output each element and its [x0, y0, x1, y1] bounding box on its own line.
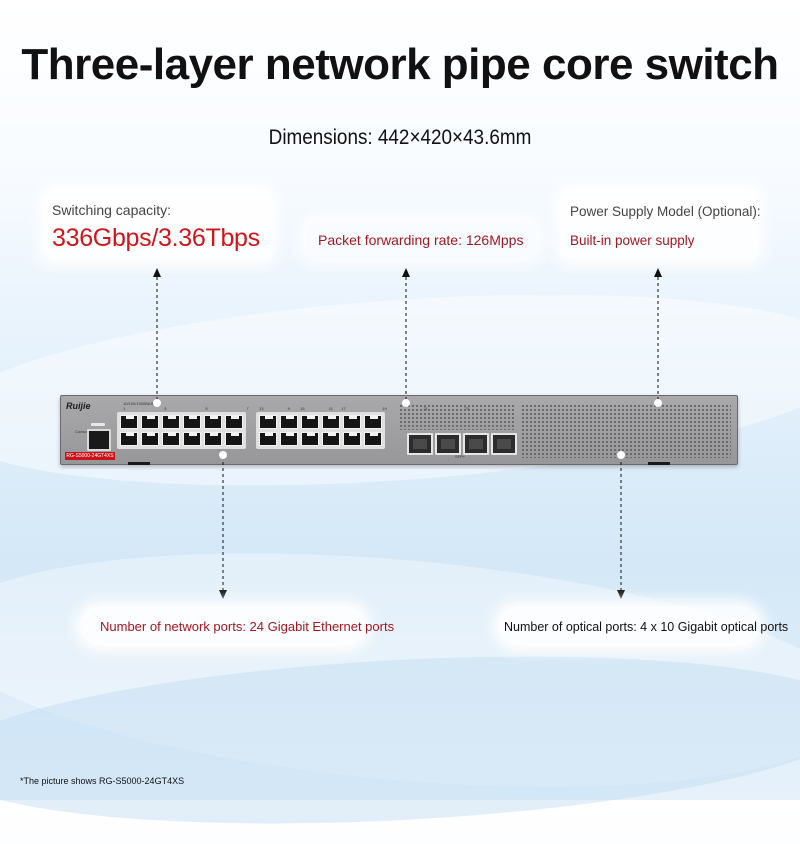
status-led [91, 423, 105, 426]
console-label: Console [75, 429, 90, 434]
ethernet-port [301, 415, 319, 429]
brand-logo: Ruijie [66, 401, 91, 411]
callout-pointers [153, 268, 662, 599]
ethernet-port [162, 432, 180, 446]
ethernet-port [280, 432, 298, 446]
ethernet-port [225, 415, 243, 429]
arrowhead-down [219, 590, 227, 599]
ethernet-port [120, 432, 138, 446]
ethernet-port [204, 432, 222, 446]
network-ports-card: Number of network ports: 24 Gigabit Ethe… [80, 606, 394, 646]
ethernet-port [204, 415, 222, 429]
console-port [87, 429, 111, 451]
switching-capacity-value: 336Gbps/3.36Tbps [52, 224, 260, 252]
ethernet-port [259, 415, 277, 429]
ethernet-port [301, 432, 319, 446]
ethernet-port-group-b [256, 412, 385, 449]
port-group-label: 10/100/1000BASE-T [123, 401, 160, 406]
device-foot [648, 462, 670, 465]
packet-forwarding-label: Packet forwarding rate: 126Mpps [318, 232, 524, 248]
ethernet-port [364, 432, 382, 446]
ethernet-port [183, 415, 201, 429]
dimensions-text: Dimensions: 442×420×43.6mm [268, 126, 532, 149]
ethernet-port [343, 432, 361, 446]
power-supply-label: Power Supply Model (Optional): [570, 204, 761, 219]
anchor-dot [219, 451, 227, 459]
ethernet-port [162, 415, 180, 429]
sfp-port [463, 433, 489, 455]
port-number: 17 [341, 406, 346, 411]
footnote: *The picture shows RG-S5000-24GT4XS [20, 776, 185, 786]
switch-device: Ruijie Console RG-S5000-24GT4XS 10/100/1… [60, 395, 738, 465]
ethernet-port [343, 415, 361, 429]
anchor-dot [617, 451, 625, 459]
ethernet-port [141, 415, 159, 429]
device-foot [128, 462, 150, 465]
ethernet-port [259, 432, 277, 446]
ethernet-port [141, 432, 159, 446]
port-number: 15 [300, 406, 305, 411]
optical-ports-card: Number of optical ports: 4 x 10 Gigabit … [498, 606, 788, 646]
port-numbers-group-a: 1 3 5 7 9 11 [123, 406, 333, 411]
port-number: 7 [246, 406, 249, 411]
port-number: 3 [164, 406, 167, 411]
port-number: 19 [382, 406, 387, 411]
sfp-port [407, 433, 433, 455]
ethernet-port [183, 432, 201, 446]
anchor-dot [402, 399, 410, 407]
packet-forwarding-card: Packet forwarding rate: 126Mpps [306, 220, 536, 258]
model-badge: RG-S5000-24GT4XS [65, 452, 115, 460]
switching-capacity-label: Switching capacity: [52, 202, 172, 218]
arrowhead-up [153, 268, 161, 277]
ethernet-port [280, 415, 298, 429]
arrowhead-up [654, 268, 662, 277]
port-number: 1 [123, 406, 126, 411]
port-number: 5 [205, 406, 208, 411]
arrowhead-up [402, 268, 410, 277]
port-number: 11 [328, 406, 333, 411]
optical-ports-label: Number of optical ports: 4 x 10 Gigabit … [504, 620, 789, 634]
power-supply-value: Built-in power supply [570, 233, 695, 248]
sfp-port [491, 433, 517, 455]
anchor-dot [153, 399, 161, 407]
ethernet-port [120, 415, 138, 429]
network-ports-label: Number of network ports: 24 Gigabit Ethe… [100, 619, 395, 634]
ethernet-port [364, 415, 382, 429]
ethernet-port-group-a [117, 412, 246, 449]
port-number: 9 [287, 406, 290, 411]
page-title: Three-layer network pipe core switch [21, 40, 779, 89]
ethernet-port [225, 432, 243, 446]
vent-grille [521, 404, 731, 458]
ethernet-port [322, 415, 340, 429]
sfp-label: SFP+ [455, 454, 466, 459]
vent-grille [399, 404, 515, 430]
power-supply-card: Power Supply Model (Optional): Built-in … [560, 190, 761, 260]
sfp-port [435, 433, 461, 455]
arrowhead-down [617, 590, 625, 599]
switching-capacity-card: Switching capacity: 336Gbps/3.36Tbps [44, 190, 272, 260]
port-number: 13 [259, 406, 264, 411]
anchor-dot [654, 399, 662, 407]
ethernet-port [322, 432, 340, 446]
